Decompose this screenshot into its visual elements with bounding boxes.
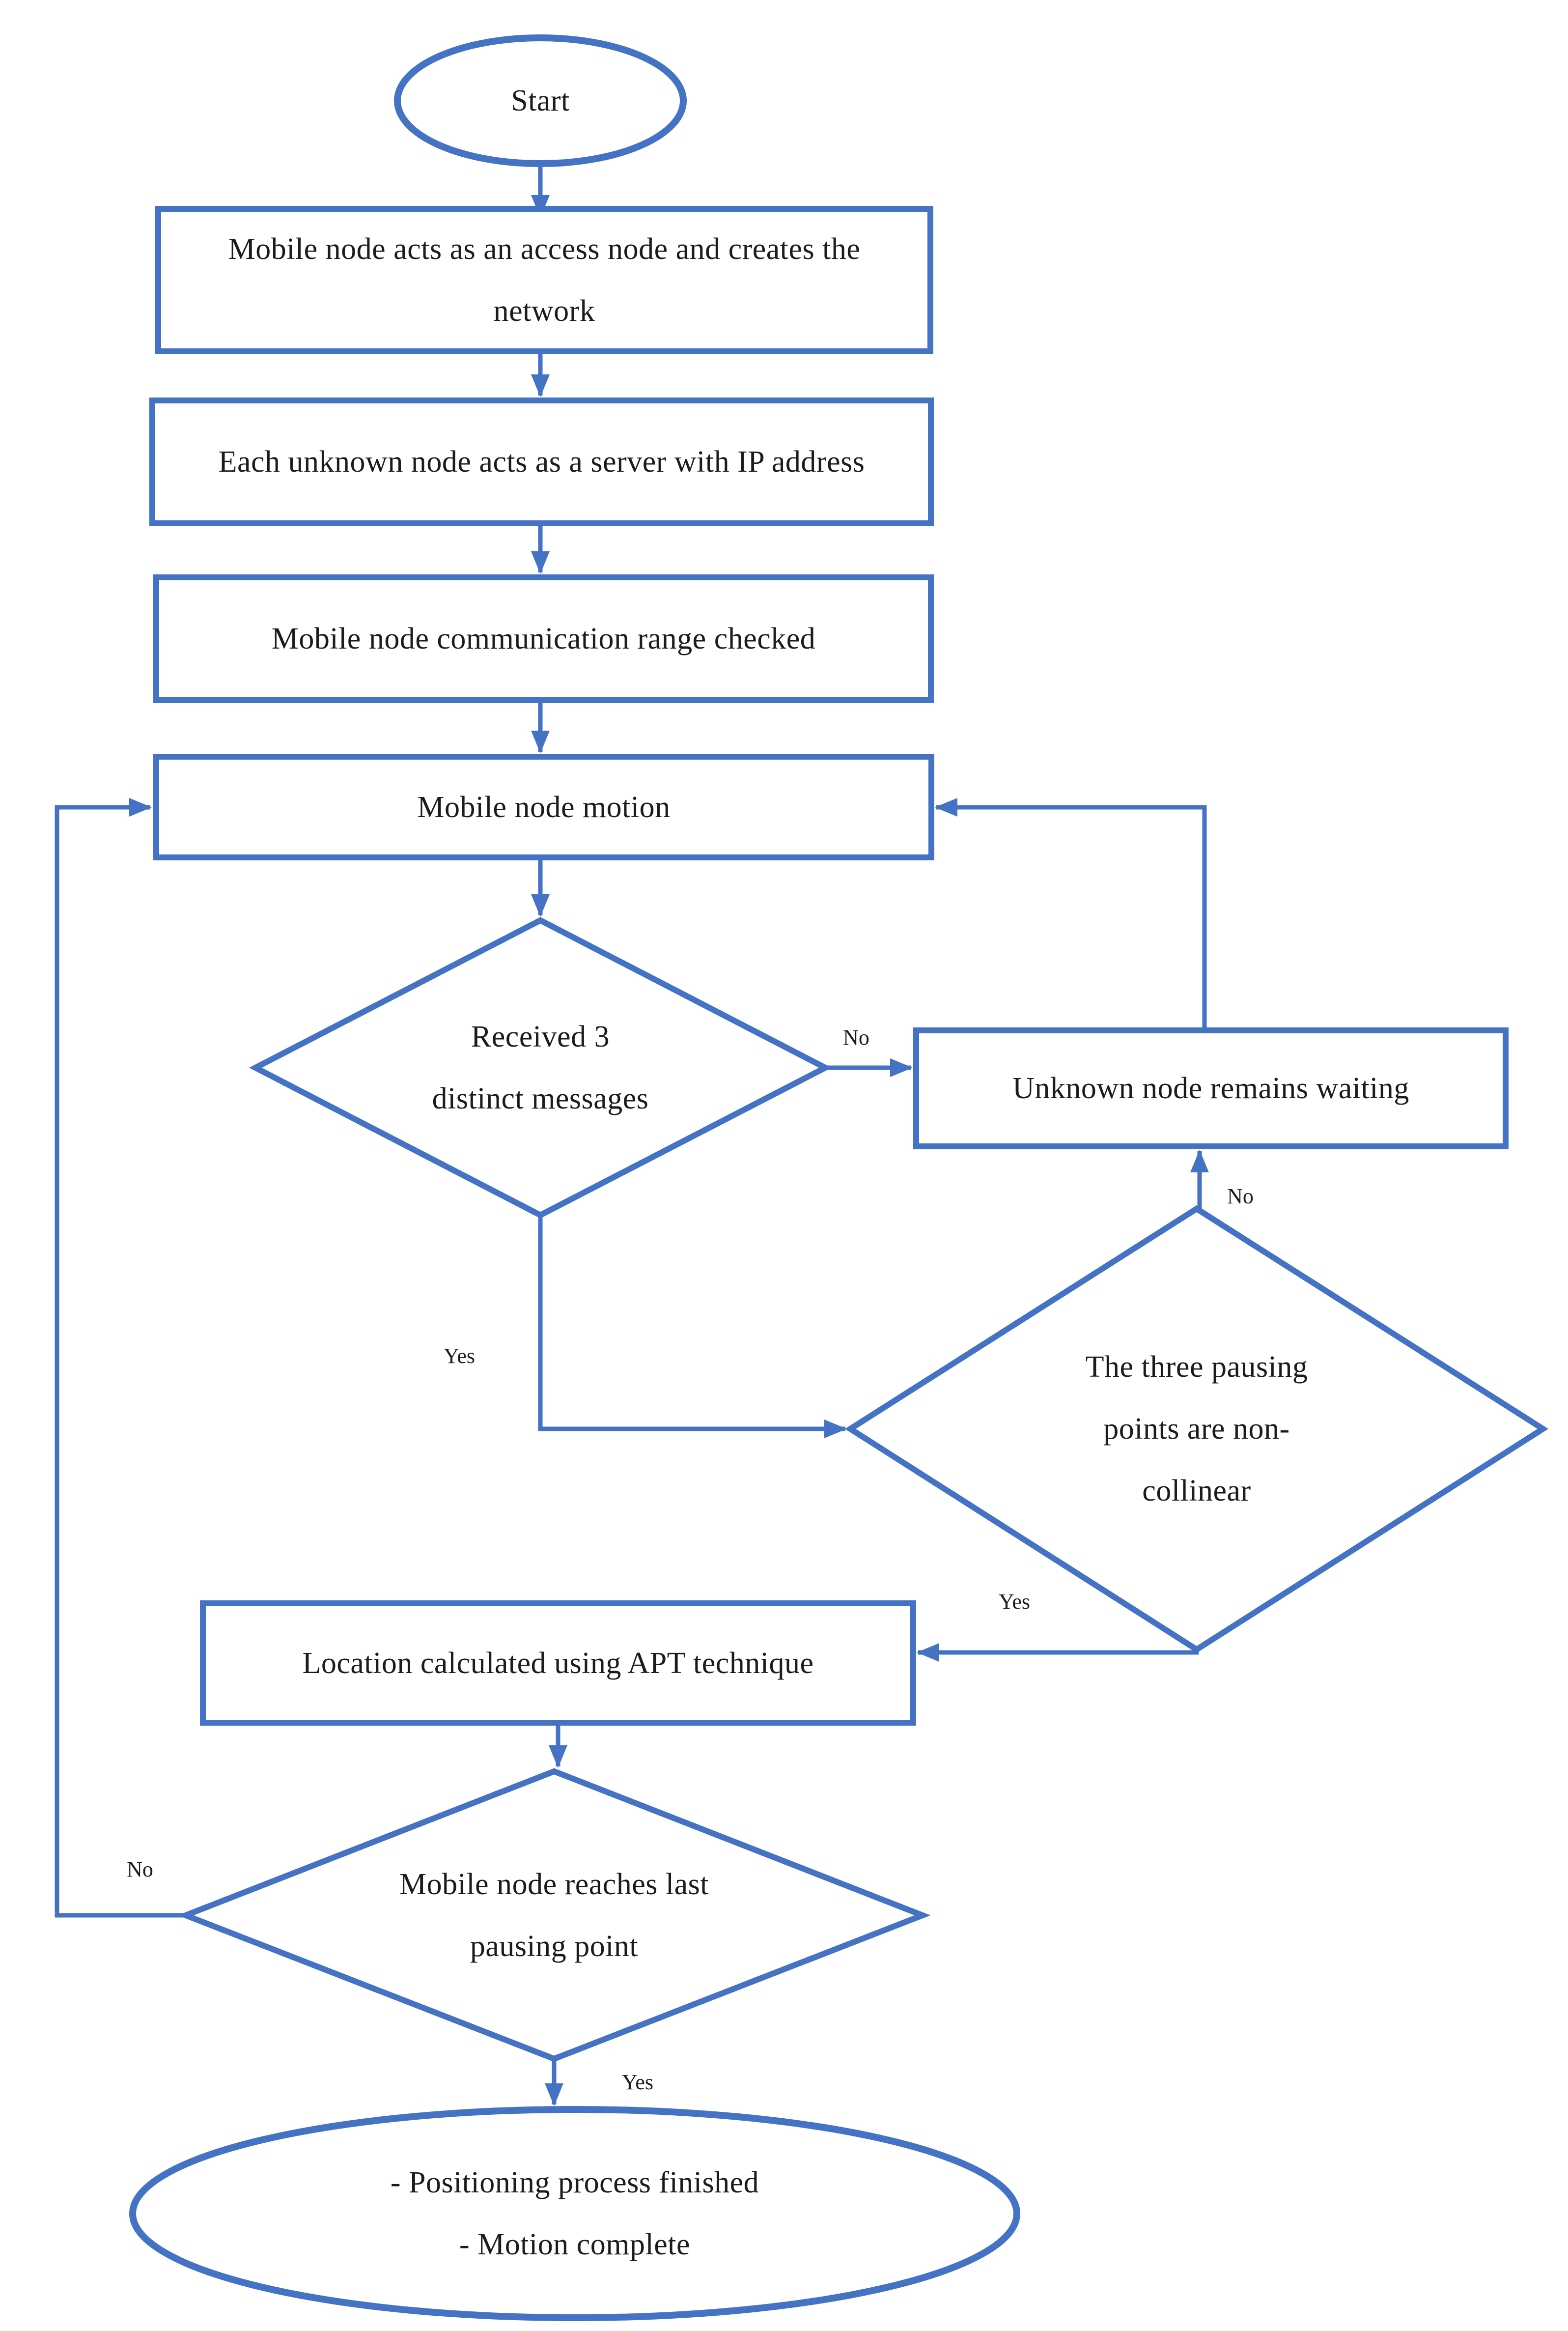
decision-last-point-label-box: Mobile node reaches last pausing point [259,1792,849,2038]
decision-received-messages-label-box: Received 3 distinct messages [295,945,786,1191]
process-range-check-label: Mobile node communication range checked [271,622,816,655]
arrow-waiting-back-to-motion [935,798,1207,1030]
edge-label-received-no: No [843,1025,869,1050]
arrow-collinear-yes-to-apt [917,1643,1199,1662]
process-create-network-shape [155,206,933,354]
process-server-ip-shape [149,398,934,526]
arrow-received-yes-to-collinear-decision [538,1215,847,1438]
process-create-network-line2: network [493,294,595,328]
decision-collinear-line1: The three pausing [1085,1350,1308,1384]
end-terminator-shape [129,2106,1020,2321]
process-range-check-shape [153,574,934,703]
edge-label-received-yes: Yes [443,1344,476,1368]
decision-received-messages-shape [249,917,832,1219]
process-server-ip-label: Each unknown node acts as a server with … [218,445,865,479]
start-terminator-shape [394,34,687,167]
process-apt-label-box: Location calculated using APT technique [203,1603,913,1723]
start-label: Start [511,84,570,117]
edge-label-collinear-yes: Yes [998,1590,1031,1614]
decision-last-point-line1: Mobile node reaches last [399,1868,709,1901]
process-create-network-line1: Mobile node acts as an access node and c… [228,232,861,266]
decision-last-point-line2: pausing point [470,1930,639,1963]
decision-received-line2: distinct messages [432,1082,649,1115]
decision-collinear-shape [844,1205,1549,1653]
process-motion-shape [153,754,934,860]
decision-collinear-line3: collinear [1142,1474,1251,1507]
edge-label-collinear-no: No [1227,1184,1254,1208]
edge-label-last-point-yes: Yes [621,2070,654,2094]
process-waiting-label: Unknown node remains waiting [1012,1072,1409,1105]
process-range-check-label-box: Mobile node communication range checked [156,577,931,700]
arrow-last-point-no-back-to-motion [55,798,186,1918]
process-waiting-label-box: Unknown node remains waiting [916,1030,1506,1146]
end-label-box: - Positioning process finished - Motion … [157,2115,992,2312]
process-create-network-label-box: Mobile node acts as an access node and c… [158,209,930,351]
edge-label-last-point-no: No [127,1857,153,1881]
process-waiting-shape [913,1027,1509,1149]
process-motion-label: Mobile node motion [417,790,671,824]
process-apt-label: Location calculated using APT technique [302,1646,814,1680]
process-apt-shape [200,1600,916,1726]
process-motion-label-box: Mobile node motion [156,757,931,857]
decision-collinear-line2: points are non- [1103,1412,1290,1446]
start-label-box: Start [397,38,683,164]
decision-last-point-shape [177,1768,931,2062]
decision-collinear-label-box: The three pausing points are non- collin… [951,1281,1442,1576]
end-line2: - Motion complete [459,2228,690,2261]
end-line1: - Positioning process finished [390,2166,759,2199]
process-server-ip-label-box: Each unknown node acts as a server with … [152,400,931,523]
decision-received-line1: Received 3 [471,1020,610,1053]
